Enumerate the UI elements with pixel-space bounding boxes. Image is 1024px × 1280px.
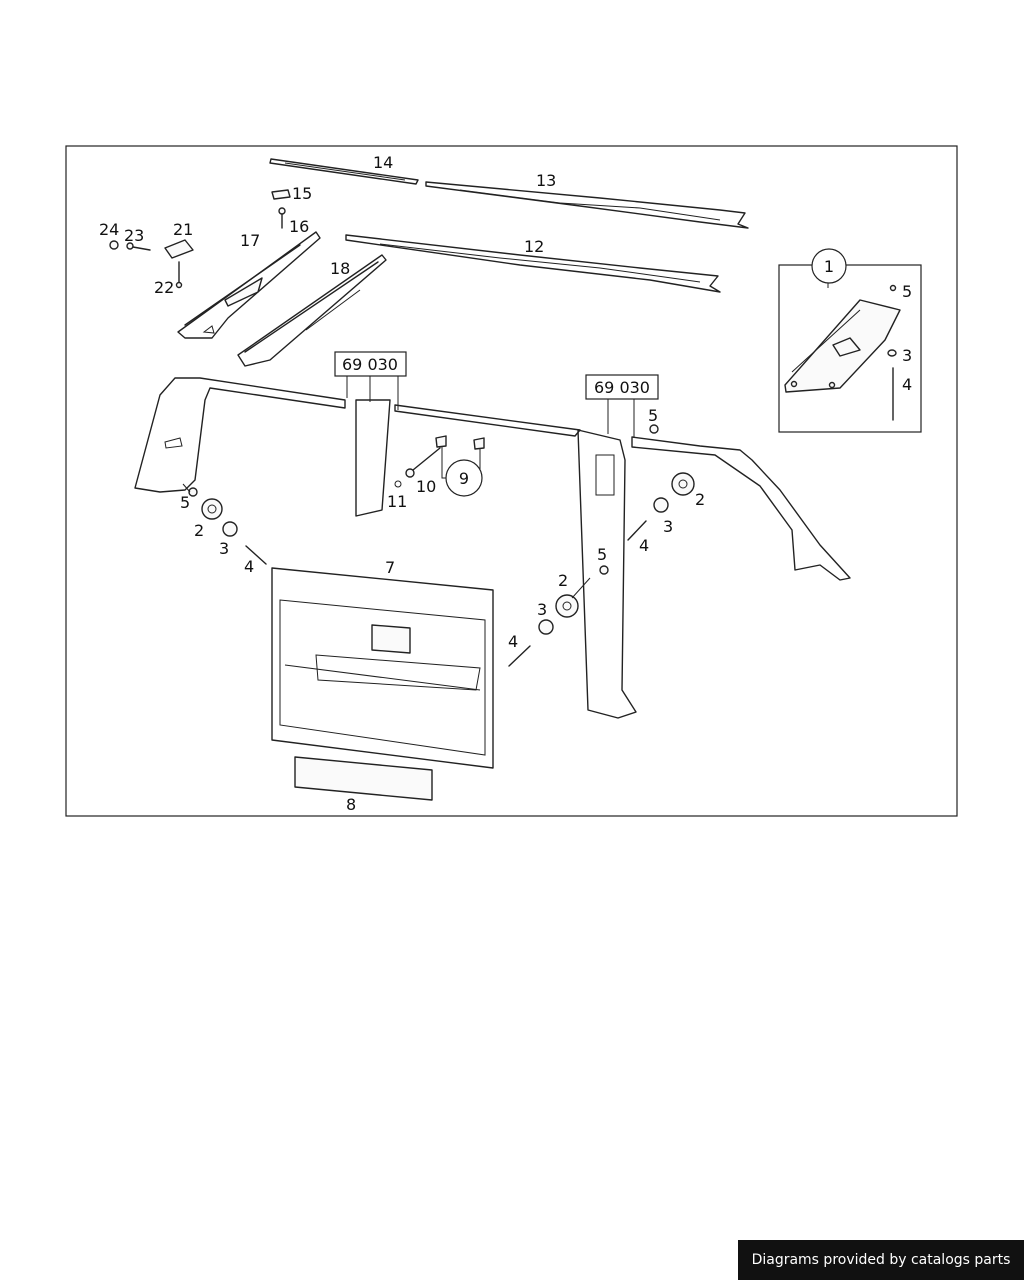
reference-b-label: 69 030 <box>594 378 650 397</box>
fastener-group-left <box>188 487 267 565</box>
part-13-roof-rail <box>425 181 749 229</box>
callout-4-left: 4 <box>244 557 254 576</box>
part-21-bracket <box>164 239 194 259</box>
b-pillar-trim-left <box>355 399 391 517</box>
callout-5-detail: 5 <box>902 282 912 301</box>
callout-3-left: 3 <box>219 539 229 558</box>
reference-a-label: 69 030 <box>342 355 398 374</box>
part-9-clips <box>435 435 485 450</box>
callout-2-right: 2 <box>695 490 705 509</box>
callout-2-middle: 2 <box>558 571 568 590</box>
callout-21: 21 <box>173 220 193 239</box>
callout-4-middle: 4 <box>508 632 518 651</box>
callout-23: 23 <box>124 226 144 245</box>
part-12-roof-rail <box>345 234 721 293</box>
callout-22: 22 <box>154 278 174 297</box>
c-pillar-trim-right <box>577 429 637 719</box>
callout-8: 8 <box>346 795 356 814</box>
side-trim-frame <box>134 377 851 581</box>
callout-4-detail: 4 <box>902 375 912 394</box>
part-8-pocket-trim <box>294 756 433 801</box>
part-11-washer <box>394 480 402 488</box>
reference-box-b: 69 030 <box>585 374 659 400</box>
callout-labels: 14 13 15 16 24 23 21 17 12 18 22 5 3 4 5… <box>99 153 912 814</box>
part-10-screw <box>405 447 441 478</box>
callout-10: 10 <box>416 477 436 496</box>
callout-circle-9: 9 <box>445 459 483 497</box>
part-7-door-panel <box>271 567 494 769</box>
callout-9-label: 9 <box>459 469 469 488</box>
callout-17: 17 <box>240 231 260 250</box>
fastener-group-middle <box>508 565 609 667</box>
part-18-trim-panel <box>237 254 387 367</box>
callout-1-label: 1 <box>824 257 834 276</box>
callout-14: 14 <box>373 153 393 172</box>
reference-box-a: 69 030 <box>334 351 407 377</box>
part-23-screw <box>126 242 151 251</box>
diagram-frame <box>65 145 958 817</box>
callout-24: 24 <box>99 220 119 239</box>
fastener-group-right <box>627 424 695 541</box>
callout-3-middle: 3 <box>537 600 547 619</box>
callout-4-right: 4 <box>639 536 649 555</box>
callout-7: 7 <box>385 558 395 577</box>
callout-circle-1: 1 <box>811 248 847 284</box>
part-15-clip <box>271 189 291 200</box>
callout-12: 12 <box>524 237 544 256</box>
callout-3-right: 3 <box>663 517 673 536</box>
callout-18: 18 <box>330 259 350 278</box>
callout-3-detail: 3 <box>902 346 912 365</box>
callout-15: 15 <box>292 184 312 203</box>
part-24-nut <box>109 240 119 250</box>
part-16-screw <box>278 207 286 229</box>
callout-11: 11 <box>387 492 407 511</box>
leader-lines <box>182 265 829 599</box>
callout-5-right: 5 <box>648 406 658 425</box>
detail-1-box <box>778 264 922 433</box>
callout-5-middle: 5 <box>597 545 607 564</box>
part-17-trim-panel <box>177 231 321 339</box>
attribution-footer: Diagrams provided by catalogs parts <box>738 1240 1024 1280</box>
callout-5-left: 5 <box>180 493 190 512</box>
callout-2-left: 2 <box>194 521 204 540</box>
callout-16: 16 <box>289 217 309 236</box>
callout-13: 13 <box>536 171 556 190</box>
part-22-screw <box>175 261 183 289</box>
part-14-strip <box>269 158 419 185</box>
